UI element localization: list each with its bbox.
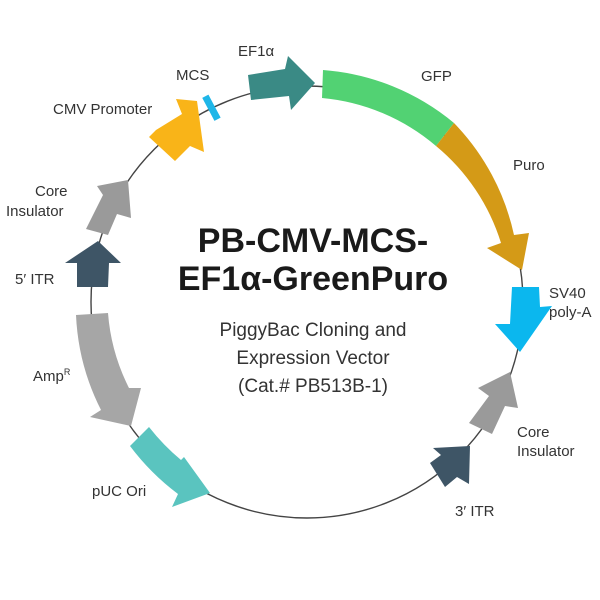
title-line2: EF1α-GreenPuro xyxy=(178,260,448,298)
label-cmv-promoter: CMV Promoter xyxy=(53,101,152,118)
sv40-polya-arrow[interactable] xyxy=(495,287,552,352)
mcs-marker[interactable] xyxy=(202,94,221,121)
label-3-itr: 3′ ITR xyxy=(455,503,495,520)
label-5-itr: 5′ ITR xyxy=(15,271,55,288)
label-puro: Puro xyxy=(513,157,545,174)
subtitle-line3: (Cat.# PB513B-1) xyxy=(238,376,388,397)
puro-arrow[interactable] xyxy=(436,123,529,270)
gfp-segment[interactable] xyxy=(322,70,454,146)
subtitle-line2: Expression Vector xyxy=(236,348,390,369)
core-insulator-right-arrow[interactable] xyxy=(469,372,518,434)
label-puc-ori: pUC Ori xyxy=(92,483,146,500)
title-line1: PB-CMV-MCS- xyxy=(198,222,428,260)
subtitle-line1: PiggyBac Cloning and xyxy=(220,320,407,341)
label-core-right-line2: Insulator xyxy=(517,443,575,460)
3-itr-arrow[interactable] xyxy=(430,446,470,487)
label-core-right-line1: Core xyxy=(517,424,550,441)
label-ampr: AmpR xyxy=(33,367,71,385)
5-itr-arrow[interactable] xyxy=(65,241,121,287)
label-mcs: MCS xyxy=(176,67,209,84)
label-sv40-line2: poly-A xyxy=(549,304,592,321)
label-gfp: GFP xyxy=(421,68,452,85)
label-ef1a: EF1α xyxy=(238,43,275,60)
ampr-arrow[interactable] xyxy=(76,313,141,426)
ef1a-arrow[interactable] xyxy=(248,56,315,110)
puc-ori-arrow[interactable] xyxy=(130,427,210,507)
core-insulator-left-arrow[interactable] xyxy=(86,180,131,235)
label-core-left-line1: Core xyxy=(35,183,68,200)
label-core-left-line2: Insulator xyxy=(6,203,64,220)
label-sv40-line1: SV40 xyxy=(549,285,586,302)
cmv-promoter-arrow[interactable] xyxy=(149,99,204,161)
